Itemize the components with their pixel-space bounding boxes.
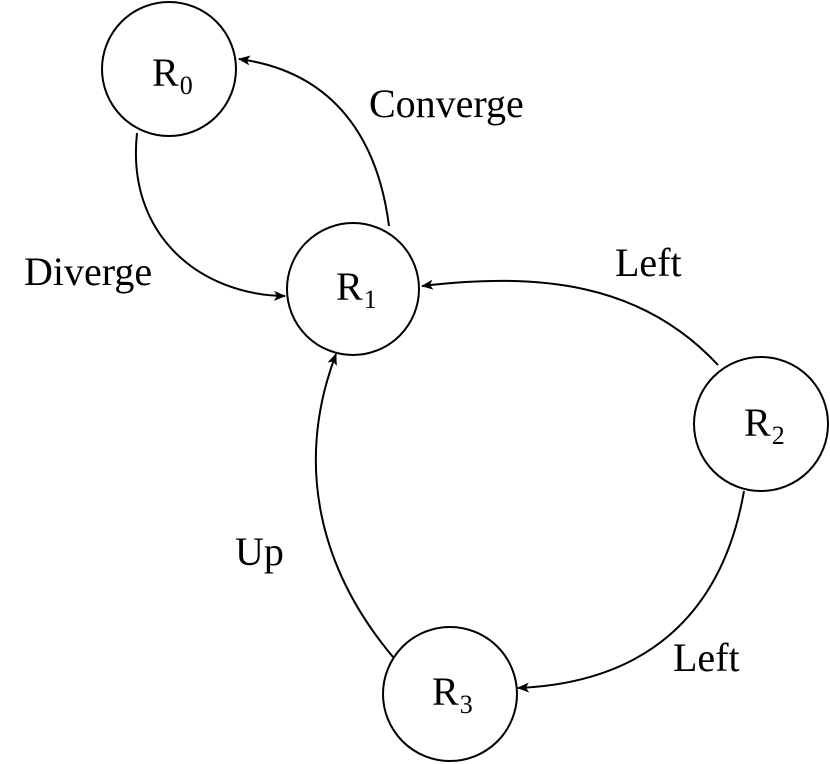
state-node-r3: R3 [382, 626, 518, 762]
edge-r1-to-r0-converge [238, 55, 390, 227]
edge-r0-to-r1-diverge [134, 132, 286, 301]
node-r0-label: R0 [152, 50, 193, 100]
node-r1-label: R1 [336, 264, 377, 314]
node-r3-label: R3 [432, 669, 473, 719]
edge-r2-to-r3-left [517, 490, 745, 693]
node-r2-label: R2 [744, 400, 785, 450]
edge-label-up: Up [235, 529, 284, 574]
edge-label-diverge: Diverge [24, 249, 152, 294]
edge-r3-to-r1-up [314, 353, 394, 658]
edge-label-left-r2-r1: Left [615, 240, 682, 285]
edge-r2-to-r1-left [421, 279, 719, 366]
state-node-r0: R0 [101, 1, 237, 137]
edge-label-left-r2-r3: Left [673, 635, 740, 680]
state-node-r2: R2 [693, 356, 829, 492]
state-node-r1: R1 [286, 222, 420, 356]
edge-label-converge: Converge [369, 81, 524, 126]
